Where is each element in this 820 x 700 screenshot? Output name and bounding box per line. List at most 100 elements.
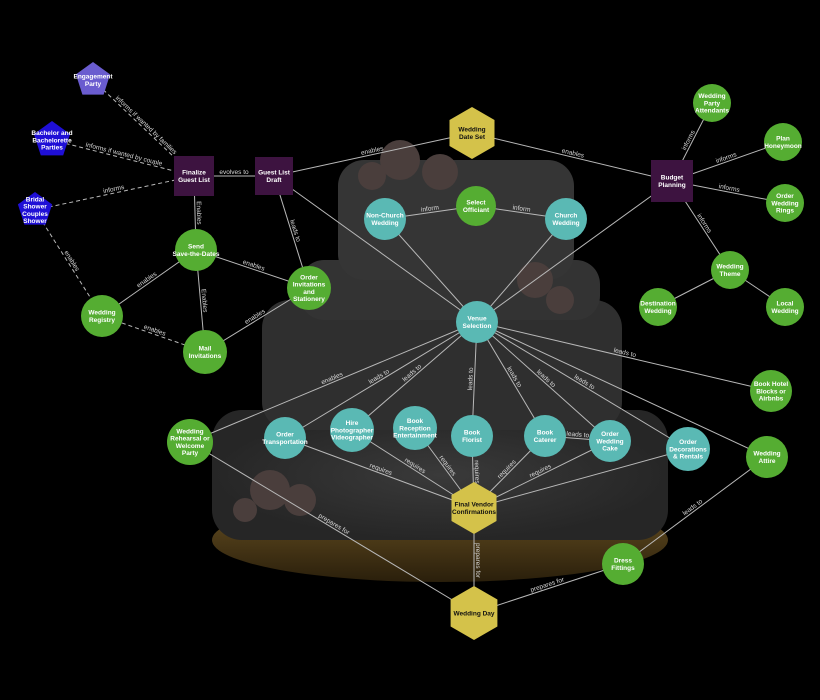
- edge-label-shower-finalize: informs: [103, 184, 126, 195]
- node-circle-shape: [666, 427, 710, 471]
- edge-label-draft-invitations: leads to: [288, 219, 302, 243]
- node-hexagon-shape: [450, 586, 498, 640]
- node-circle-shape: [264, 417, 306, 459]
- node-circle-shape: [545, 198, 587, 240]
- node-circle-shape: [750, 370, 792, 412]
- node-circle-shape: [287, 266, 331, 310]
- edge-shower-to-finalize: [34, 175, 195, 211]
- edge-datestet-to-budget: [471, 132, 673, 182]
- edge-engagement-to-finalize: [92, 79, 195, 177]
- node-circle-shape: [766, 184, 804, 222]
- edge-label-draft-finalize: evolves to: [219, 169, 249, 176]
- edge-label-officiant-nonchurch: inform: [421, 204, 440, 213]
- edge-label-engagement-finalize: informs if wanted by families: [114, 95, 179, 157]
- edge-budget-to-venue: [476, 180, 673, 323]
- edge-label-datestet-draft: enables: [360, 145, 384, 157]
- node-square-shape: [651, 160, 693, 202]
- edge-label-budget-honeymoon: informs: [715, 151, 738, 165]
- edge-venue-to-transport: [284, 321, 478, 439]
- node-circle-shape: [364, 198, 406, 240]
- edge-label-datestet-budget: enables: [561, 148, 586, 160]
- edge-venue-to-photo: [351, 321, 478, 431]
- node-circle-shape: [602, 543, 644, 585]
- edge-bachelor-to-finalize: [51, 139, 195, 177]
- edge-label-attire-fittings: leads to: [682, 498, 705, 517]
- edge-label-budget-theme: informs: [695, 213, 713, 235]
- edge-label-shower-registry: enables: [62, 250, 80, 274]
- node-pentagon-shape: [17, 192, 53, 225]
- edge-label-bachelor-finalize: informs if wanted by couple: [85, 142, 163, 168]
- edge-label-officiant-church: inform: [512, 204, 531, 214]
- node-circle-shape: [183, 330, 227, 374]
- node-circle-shape: [766, 288, 804, 326]
- edge-label-savedates-mail: Enables: [199, 289, 208, 314]
- edge-venue-to-decor: [476, 321, 689, 450]
- node-circle-shape: [456, 301, 498, 343]
- edge-cake-to-vendors: [473, 440, 611, 509]
- edge-church-to-venue: [476, 218, 567, 323]
- edge-label-florist-vendors: requires: [473, 460, 481, 484]
- node-circle-shape: [639, 288, 677, 326]
- edge-venue-to-hotel: [476, 321, 772, 392]
- node-wedding-day[interactable]: Wedding Day: [450, 586, 498, 640]
- edge-venue-to-attire: [476, 321, 768, 458]
- node-hexagon-shape: [451, 482, 497, 534]
- edge-venue-to-caterer: [476, 321, 546, 437]
- edge-venue-to-rehearsal: [189, 321, 478, 443]
- edge-draft-to-venue: [273, 175, 478, 323]
- node-hexagon-shape: [449, 107, 495, 159]
- node-square-shape: [255, 157, 293, 195]
- node-circle-shape: [175, 229, 217, 271]
